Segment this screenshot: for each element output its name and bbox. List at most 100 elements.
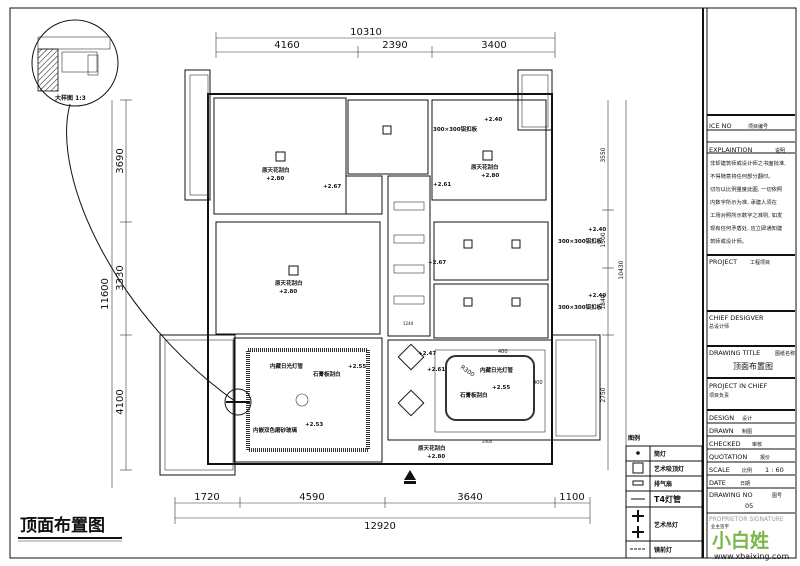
tb-label: DATE [709, 479, 726, 487]
dim-right-total: 10430 [618, 260, 625, 279]
annotation: +2.80 [481, 173, 499, 179]
tb-label: QUOTATION [709, 453, 747, 461]
tb-explain-line: 不得随意将任何部分翻印。 [710, 172, 774, 180]
annotation: +2.55 [492, 385, 510, 391]
annotation: +2.53 [305, 422, 323, 428]
annotation: 原天花刮白 [262, 166, 290, 174]
annotation: 300×300铝扣板 [558, 237, 603, 245]
annotation: +2.80 [266, 176, 284, 182]
detail-leader [66, 103, 237, 403]
dim-right: 2750 [600, 387, 607, 402]
annotation: +2.61 [427, 367, 445, 373]
dim-left: 3690 [115, 148, 126, 173]
tb-value: 工程项目 [750, 259, 770, 266]
dim-right: 1840 [600, 294, 607, 309]
tb-label: PROJECT [709, 258, 737, 266]
tb-value: 制图 [742, 428, 752, 435]
room-dining [387, 339, 553, 441]
tb-explain-line: 内数字所示为准, 承建人须在 [710, 198, 777, 206]
dimensions-left: 11600 3690 3330 4100 [100, 99, 132, 488]
tb-explain-line: 现有任何矛盾处, 应立即通知建 [710, 224, 783, 232]
legend: 图例 筒灯 艺术吸顶灯 排气扇 T4灯管 艺术吊灯 镜前灯 [625, 434, 703, 559]
room-bedroom-3 [215, 221, 381, 335]
tb-value: 项目负责 [709, 392, 729, 399]
tb-explain-line: 非却建筑师或设计师之书面批准, [710, 159, 786, 167]
watermark-url: www.xbaixing.com [714, 552, 789, 561]
tb-value: 图纸名称 [775, 350, 795, 357]
room-living [233, 337, 383, 463]
entrance-arrow-icon [404, 470, 416, 480]
room-corridor [387, 175, 431, 337]
dim-inner: 400 [498, 349, 508, 355]
dim-bottom: 1720 [194, 492, 219, 503]
legend-item: 艺术吊灯 [654, 521, 678, 529]
drawing-title: 顶面布置图 [20, 515, 105, 536]
dim-bottom: 4590 [299, 492, 324, 503]
annotation: +2.80 [279, 289, 297, 295]
tb-value: 设计 [742, 415, 752, 422]
annotation: 原天花刮白 [275, 279, 303, 287]
annotation: +2.40 [588, 227, 606, 233]
room-bathroom-1 [347, 99, 429, 175]
title-block: ICE NO 项目编号 EXPLAINTION 说明 非却建筑师或设计师之书面批… [707, 114, 795, 530]
annotation: 石膏板刮白 [459, 391, 488, 399]
legend-item: 筒灯 [654, 450, 666, 458]
annotation: 石膏板刮白 [312, 370, 341, 378]
tb-value: 总设计师 [709, 323, 729, 330]
tb-explain-line: 工场对照所示数字之准则, 如发 [710, 211, 783, 219]
tb-value: 说明 [775, 147, 785, 154]
legend-item: 镜前灯 [654, 546, 672, 554]
dim-inner: 400 [533, 380, 543, 386]
annotation: +2.47 [418, 351, 436, 357]
dim-inner: R300 [459, 364, 476, 379]
annotation: +2.40 [484, 117, 502, 123]
dim-top: 2390 [382, 40, 407, 51]
annotation: 300×300铝扣板 [558, 303, 603, 311]
tb-value: 报价 [760, 454, 770, 461]
tb-label: DRAWING NO [709, 491, 753, 499]
annotation: 原天花刮白 [471, 163, 499, 171]
dim-bottom-total: 12920 [364, 521, 396, 532]
tb-label: SCALE [709, 466, 730, 474]
legend-item: 艺术吸顶灯 [654, 465, 684, 473]
legend-item: 排气扇 [654, 480, 672, 488]
chandelier-icon [632, 510, 644, 538]
annotation: +2.61 [433, 182, 451, 188]
watermark-brand: 小白姓 [712, 529, 769, 552]
room-bathroom-3 [433, 283, 549, 339]
legend-title: 图例 [628, 434, 640, 442]
legend-item: T4灯管 [654, 494, 681, 504]
tb-value: 图号 [772, 493, 782, 499]
dim-bottom: 3640 [457, 492, 482, 503]
annotation: +2.67 [323, 184, 341, 190]
tb-label: DRAWING TITLE [709, 349, 760, 357]
dimensions-top: 10310 4160 2390 3400 [215, 27, 556, 58]
tb-value: 比例 [742, 467, 752, 474]
annotation: 内嵌双色磨砂玻璃 [253, 426, 298, 434]
room-bedroom-1 [213, 97, 347, 215]
tb-explain-line: 切勿以比例量度此图, 一切依照 [710, 185, 783, 193]
tb-label: EXPLAINTION [709, 146, 752, 154]
floor-plan [159, 69, 601, 484]
dim-right: 3550 [600, 147, 607, 162]
dimensions-right: 3550 1500 1840 2750 10430 [600, 100, 627, 470]
chandelier-icon [295, 393, 309, 407]
tb-value: 日期 [740, 481, 750, 487]
tb-drawing-no: 05 [745, 502, 753, 510]
annotation: 300×300铝扣板 [433, 125, 478, 133]
annotation: +2.80 [427, 454, 445, 460]
dim-right: 1500 [600, 232, 607, 247]
dim-left: 4100 [115, 389, 126, 414]
detail-callout: 大样图 1:3 [31, 19, 237, 403]
tb-drawing-title: 顶面布置图 [733, 361, 773, 371]
dim-top-total: 10310 [350, 27, 382, 38]
exhaust-fan-icon [632, 480, 644, 486]
tb-label: DESIGN [709, 414, 734, 422]
tb-value: 审核 [752, 441, 762, 448]
tb-label: PROPRIETOR SIGNATURE [709, 516, 784, 523]
sheet-border [9, 7, 797, 559]
dimensions-bottom: 1720 4590 3640 1100 12920 [174, 492, 591, 532]
annotation: 原天花刮白 [418, 444, 446, 452]
